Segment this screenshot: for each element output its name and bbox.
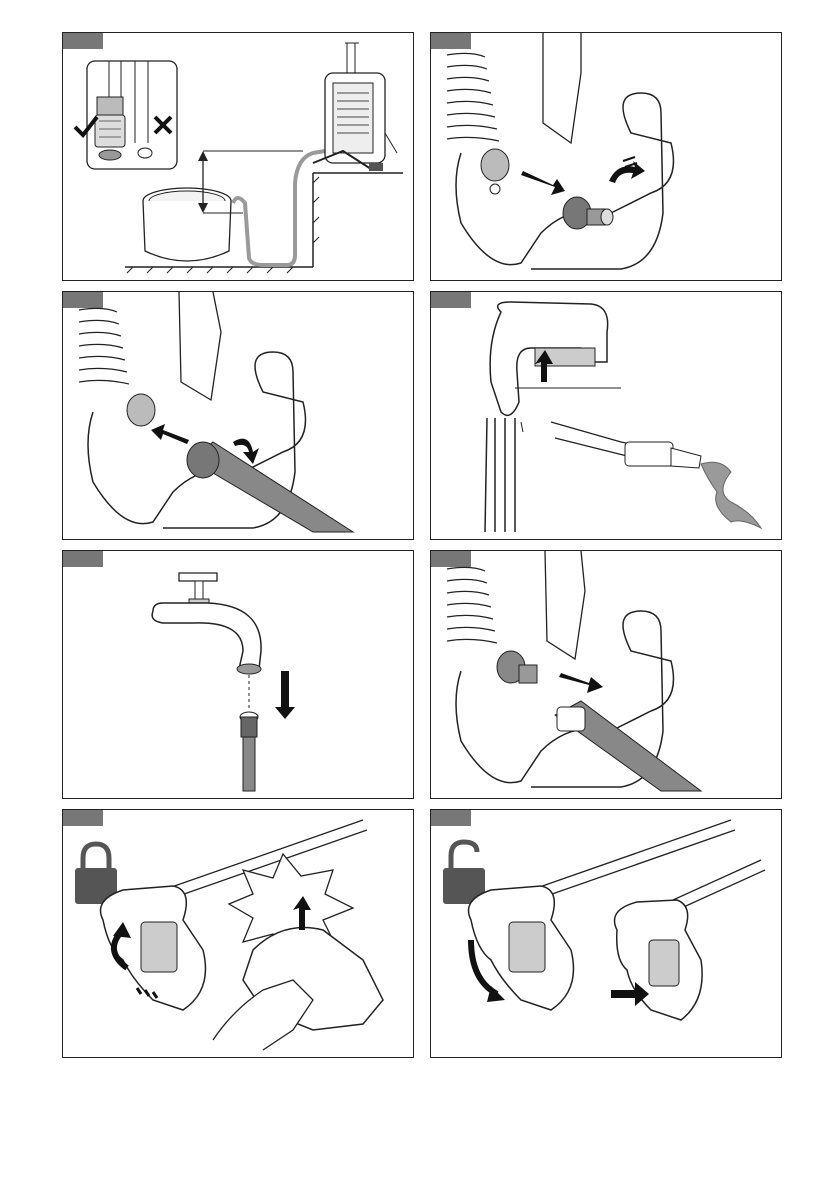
push-arrow [151, 424, 189, 444]
rotate-arrow [609, 161, 645, 183]
panel-1-illustration [63, 33, 414, 281]
panel-3-illustration [63, 292, 414, 540]
panel-7-illustration [63, 810, 414, 1058]
panel-2-coupling-removal [430, 32, 782, 281]
panel-3-hose-attach [62, 291, 414, 540]
panel-7-trigger-lock [62, 809, 414, 1058]
panel-6-quick-coupling [430, 550, 782, 799]
panel-5-faucet-connection [62, 550, 414, 799]
pull-arrow [559, 673, 603, 693]
panel-2-illustration [431, 33, 782, 281]
panel-4-illustration [431, 292, 782, 540]
panel-8-trigger-unlock [430, 809, 782, 1058]
panel-1-suction-setup [62, 32, 414, 281]
water-spray [701, 462, 761, 528]
panel-6-illustration [431, 551, 782, 799]
panel-5-illustration [63, 551, 414, 799]
down-arrow [275, 671, 295, 719]
panel-4-gun-venting [430, 291, 782, 540]
pull-arrow [521, 171, 565, 195]
panel-8-illustration [431, 810, 782, 1058]
